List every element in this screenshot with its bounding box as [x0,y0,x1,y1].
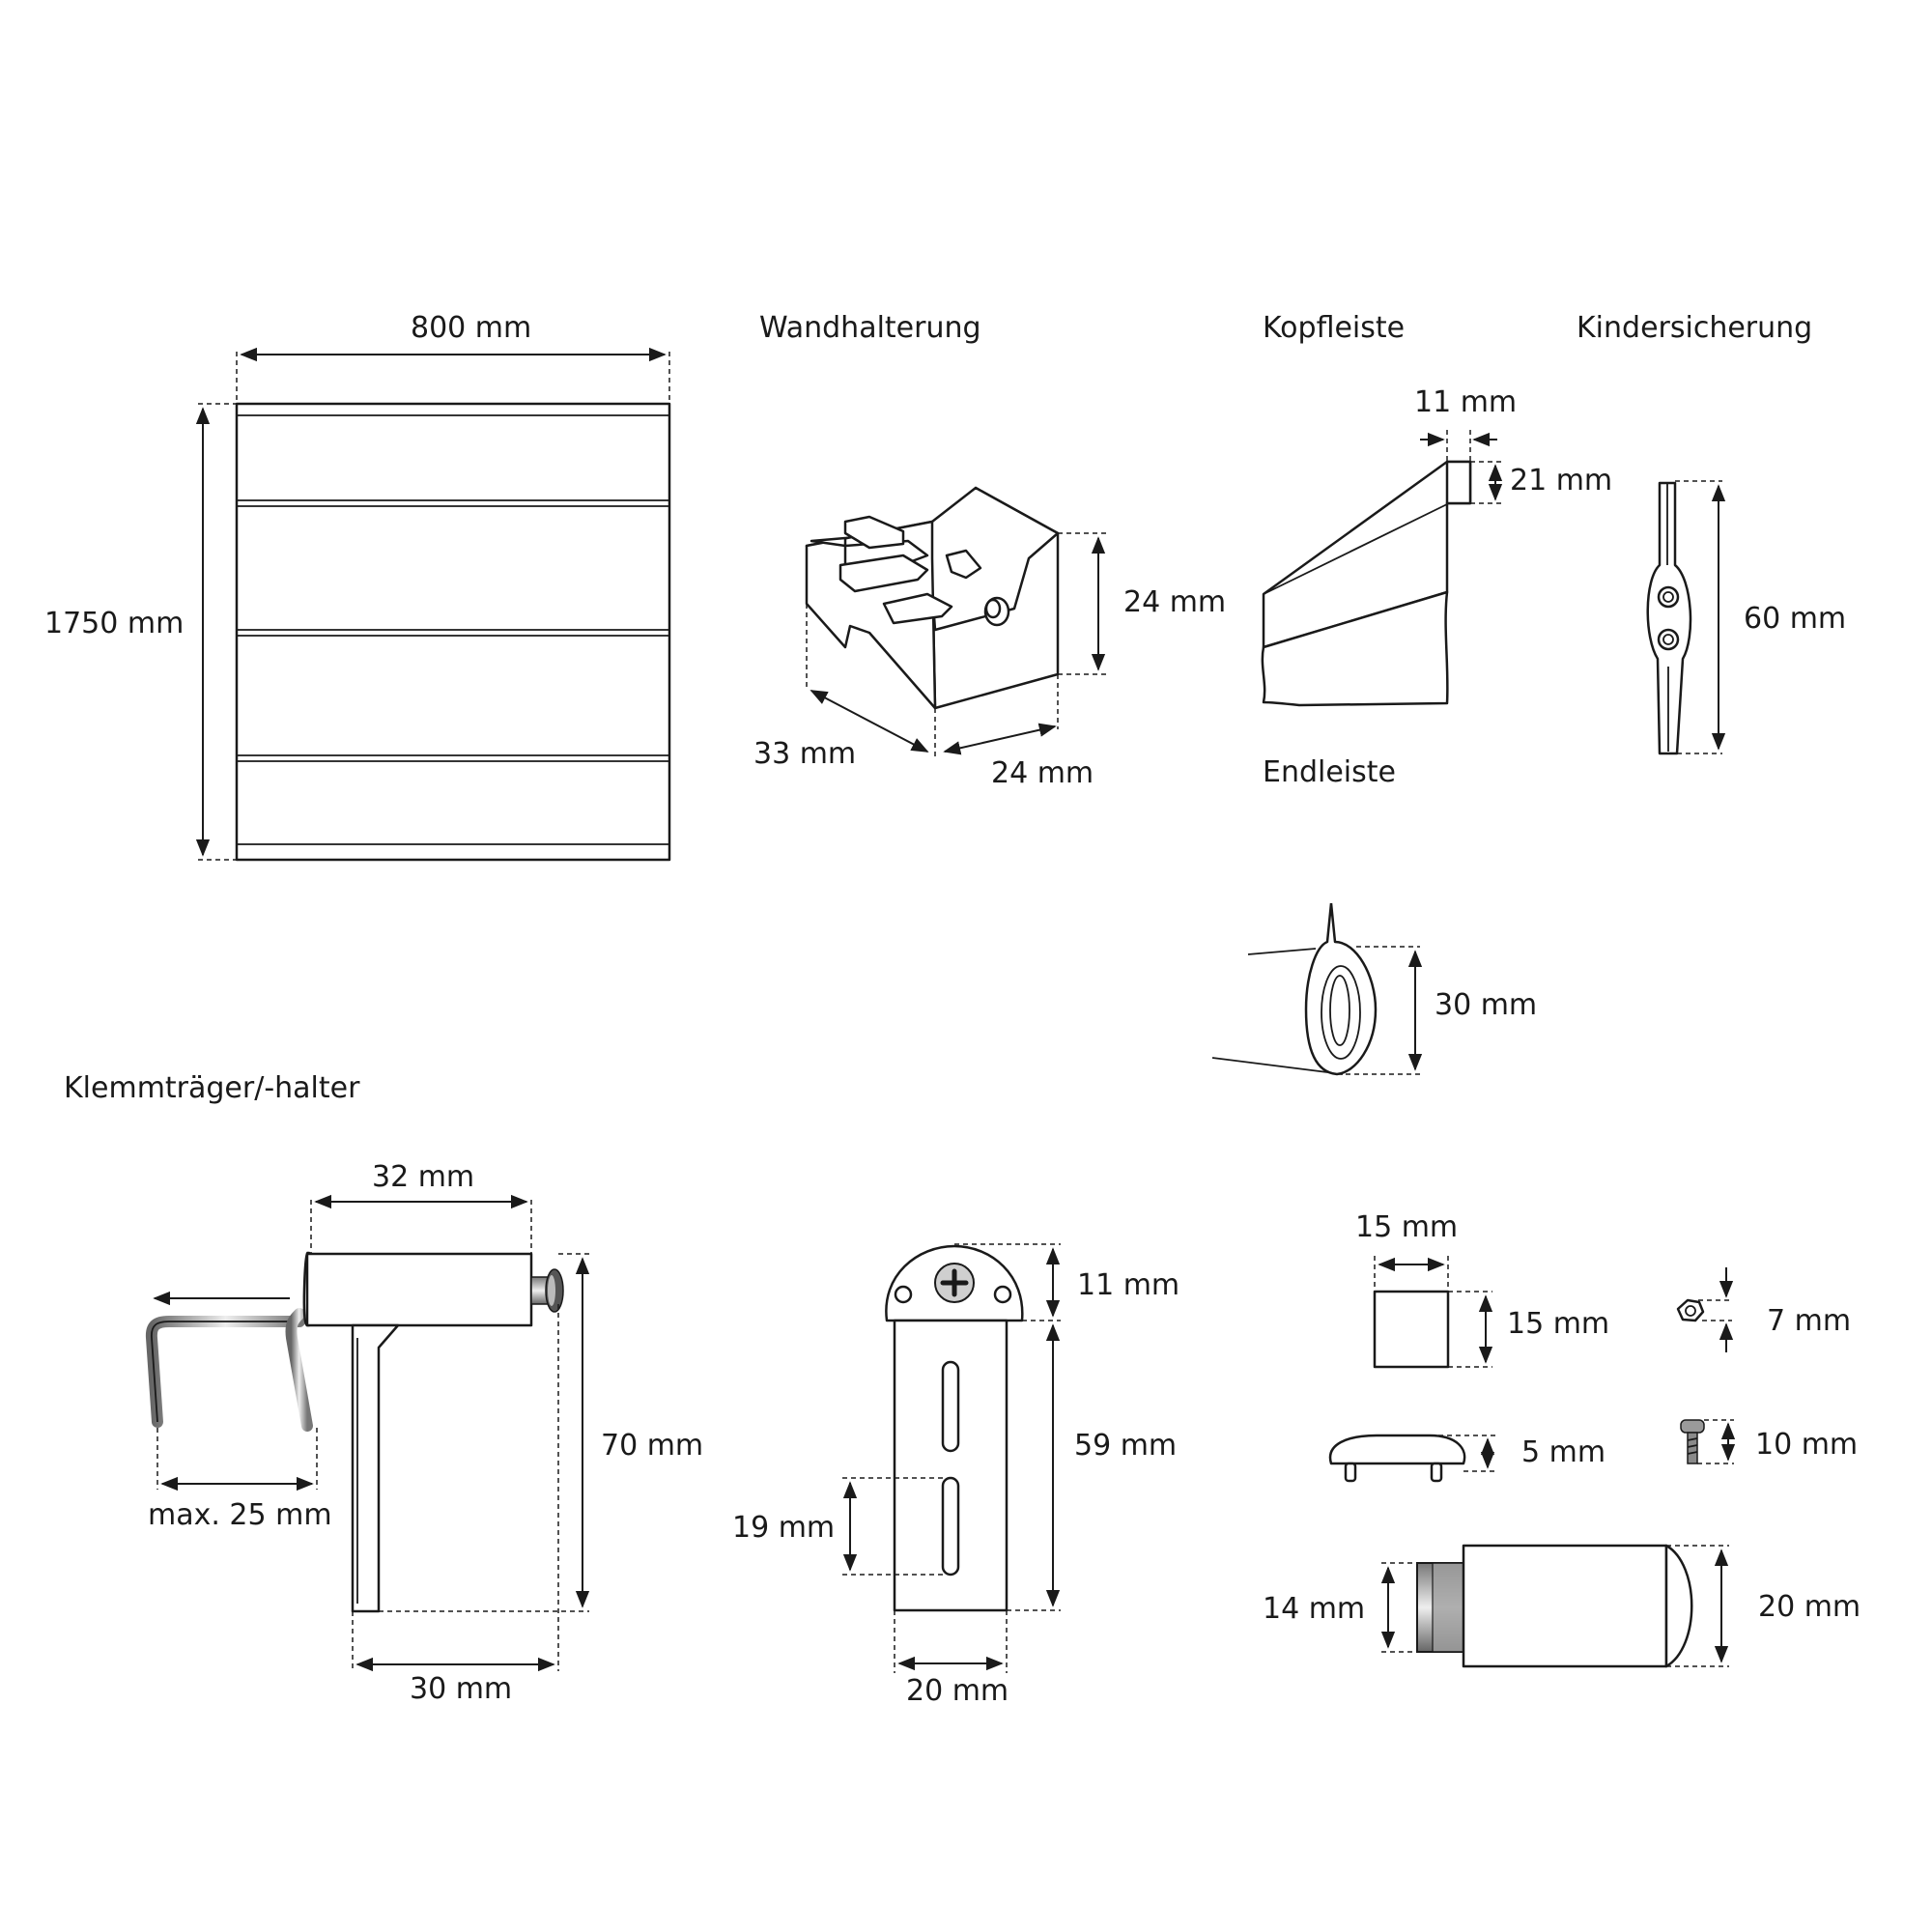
bracket-body-label: 59 mm [1074,1429,1177,1463]
bracket-width-label: 20 mm [906,1674,1009,1708]
endcap-height-dimension [1430,1435,1495,1472]
end-weight-drawing [1211,902,1378,1076]
clamp-drawing [145,1251,564,1613]
cap-width-dimension [1374,1256,1449,1292]
square-cap-drawing [1373,1290,1450,1369]
nut-drawing [1676,1298,1705,1322]
spring-small-dimension [1380,1562,1417,1653]
bracket-top-label: 11 mm [1077,1268,1179,1302]
blind-width-dimension [236,347,670,404]
kopfleiste-title: Kopfleiste [1263,311,1405,345]
head-thickness-label: 11 mm [1414,385,1517,419]
wall-depth-label: 33 mm [753,737,856,771]
wall-height-dimension [1058,532,1106,675]
bracket-body-dimension [1007,1323,1061,1611]
head-thickness-dimension [1420,430,1497,462]
screw-dimension [1697,1419,1736,1464]
spring-pin-drawing [1416,1544,1693,1668]
nut-dimension [1698,1267,1734,1352]
clamp-width-dimension [310,1194,532,1254]
bracket-width-dimension [894,1610,1008,1673]
clamp-max-dimension [153,1291,318,1492]
wall-width-dimension [943,674,1059,755]
clamp-height-label: 70 mm [601,1429,703,1463]
endleiste-title: Endleiste [1263,755,1396,789]
clamp-width-label: 32 mm [372,1160,474,1194]
nut-size-label: 7 mm [1767,1304,1851,1338]
spring-large-label: 20 mm [1758,1590,1861,1624]
endcap-height-label: 5 mm [1521,1435,1605,1469]
cap-width-label: 15 mm [1355,1210,1458,1244]
child-safety-dimension [1675,480,1726,754]
bracket-slot-dimension [842,1477,943,1576]
bracket-slot-label: 19 mm [732,1511,835,1545]
spring-small-label: 14 mm [1263,1592,1365,1626]
clamp-base-dimension [352,1304,559,1672]
head-height-label: 21 mm [1510,464,1612,497]
kindersicherung-title: Kindersicherung [1577,311,1812,345]
child-safety-label: 60 mm [1744,602,1846,636]
wall-width-label: 24 mm [991,756,1094,790]
screw-size-label: 10 mm [1755,1428,1858,1462]
clamp-base-label: 30 mm [410,1672,512,1706]
end-weight-label: 30 mm [1435,988,1537,1022]
child-safety-drawing [1646,481,1692,755]
clamp-max-label: max. 25 mm [148,1498,332,1532]
wall-height-label: 24 mm [1123,585,1226,619]
cap-height-dimension [1448,1291,1493,1368]
blind-drawing [235,402,671,862]
wall-bracket-drawing [805,486,1060,710]
end-cap-drawing [1328,1434,1466,1483]
blind-height-dimension [195,403,237,861]
spring-large-dimension [1666,1545,1729,1667]
head-height-dimension [1470,461,1503,504]
clamp-height-dimension [379,1253,590,1612]
wall-depth-dimension [806,604,936,758]
end-weight-dimension [1337,946,1423,1075]
head-rail-drawing [1261,460,1472,707]
cap-height-label: 15 mm [1507,1307,1609,1341]
screw-drawing [1680,1419,1705,1464]
screw-bracket-drawing [885,1244,1024,1612]
blind-width-label: 800 mm [411,311,531,345]
wandhalterung-title: Wandhalterung [759,311,981,345]
bracket-top-dimension [954,1243,1061,1321]
klemmtraeger-title: Klemmträger/-halter [64,1071,360,1105]
blind-height-label: 1750 mm [44,607,184,640]
